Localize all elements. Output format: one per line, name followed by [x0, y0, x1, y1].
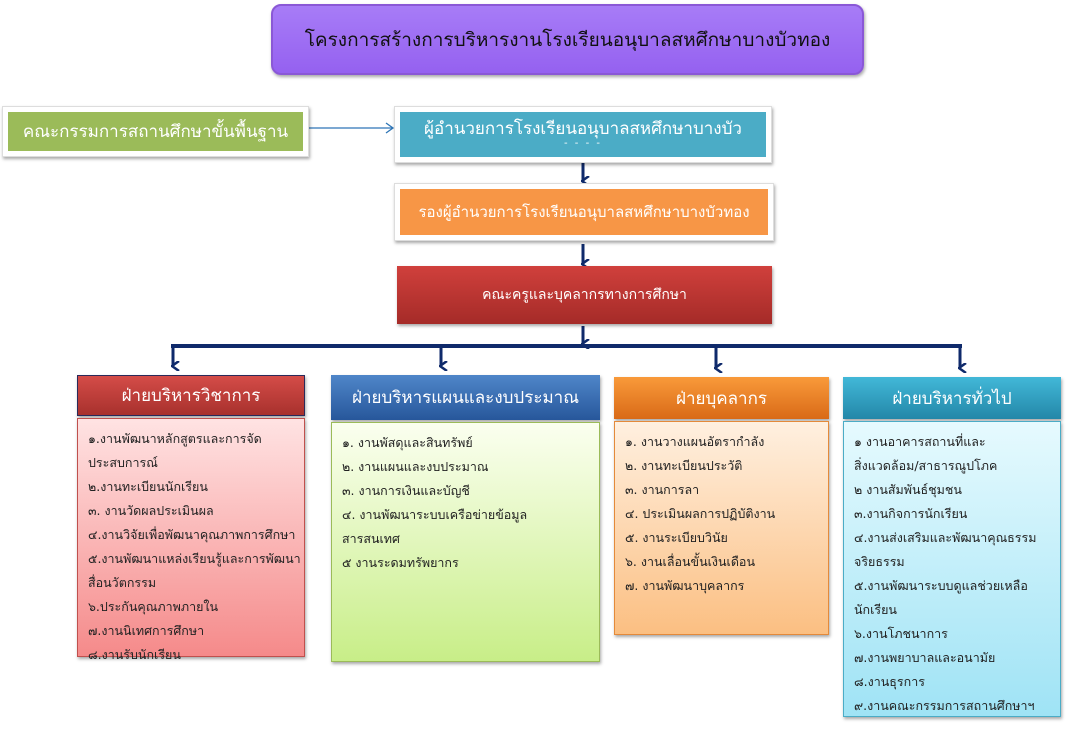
dept-list-item: ๑.งานพัฒนาหลักสูตรและการจัด	[88, 431, 262, 446]
committee-label: คณะกรรมการสถานศึกษาขั้นพื้นฐาน	[8, 112, 303, 151]
dept-academic-header: ฝ่ายบริหารวิชาการ	[77, 375, 305, 416]
director-inner: ผู้อำนวยการโรงเรียนอนุบาลสหศึกษาบางบัว -…	[400, 112, 766, 157]
chart-title-text: โครงการสร้างการบริหารงานโรงเรียนอนุบาลสห…	[304, 28, 831, 51]
dept-list-item: สารสนเทศ	[342, 531, 400, 546]
dept-list-item: ๕. งานระเบียบวินัย	[625, 530, 728, 545]
dept-budget-title: ฝ่ายบริหารแผนและงบประมาณ	[352, 388, 579, 408]
dept-list-item: ๑. งานวางแผนอัตรากำลัง	[625, 434, 765, 449]
dept-list-item: ประสบการณ์	[88, 455, 158, 470]
dept-list-item: ๘.งานธุรการ	[854, 674, 925, 689]
dept-list-item: สิ่งแวดล้อม/สาธารณูปโภค	[854, 458, 998, 473]
dept-list-item: ๓. งานการเงินและบัญชี	[342, 483, 470, 498]
dept-personnel-title: ฝ่ายบุคลากร	[675, 388, 768, 409]
dept-list-item: ๓. งานการลา	[625, 482, 700, 497]
dept-list-item: ๖. งานเลื่อนขั้นเงินเดือน	[625, 554, 755, 569]
committee-to-director-arrowhead	[385, 122, 395, 134]
dept-list-item: ๔.งานวิจัยเพื่อพัฒนาคุณภาพการศึกษา	[88, 527, 296, 542]
dept-list-item: ๒ งานสัมพันธ์ชุมชน	[854, 482, 962, 497]
dept-list-item: ๙.งานคณะกรรมการสถานศึกษาฯ	[854, 698, 1035, 713]
deputy-director-label: รองผู้อำนวยการโรงเรียนอนุบาลสหศึกษาบางบั…	[400, 189, 768, 235]
committee-box: คณะกรรมการสถานศึกษาขั้นพื้นฐาน	[2, 106, 309, 157]
dept-personnel-header: ฝ่ายบุคลากร	[614, 377, 829, 419]
teachers-staff-label: คณะครูและบุคลากรทางการศึกษา	[482, 287, 687, 303]
dept-general-header: ฝ่ายบริหารทั่วไป	[843, 377, 1061, 419]
dept-personnel-list: ๑. งานวางแผนอัตรากำลัง๒. งานทะเบียนประวั…	[614, 421, 829, 635]
dept-list-item: สื่อนวัตกรรม	[88, 575, 157, 590]
chart-title: โครงการสร้างการบริหารงานโรงเรียนอนุบาลสห…	[271, 4, 864, 75]
dept-list-item: ๔.งานส่งเสริมและพัฒนาคุณธรรม	[854, 530, 1037, 545]
dept-list-item: นักเรียน	[854, 602, 897, 617]
dept-list-item: ๗.งานพยาบาลและอนามัย	[854, 650, 996, 665]
dept-list-item: ๘.งานรับนักเรียน	[88, 647, 181, 662]
dept-list-item: ๓. งานวัดผลประเมินผล	[88, 503, 214, 518]
dept-list-item: จริยธรรม	[854, 554, 905, 569]
dept-list-item: ๒. งานทะเบียนประวัติ	[625, 458, 743, 473]
director-overflow-text: - - - -	[564, 138, 602, 150]
dept-list-item: ๒.งานทะเบียนนักเรียน	[88, 479, 208, 494]
dept-list-item: ๗.งานนิเทศการศึกษา	[88, 623, 205, 638]
dept-list-item: ๖.ประกันคุณภาพภายใน	[88, 599, 219, 614]
director-box: ผู้อำนวยการโรงเรียนอนุบาลสหศึกษาบางบัว -…	[394, 106, 772, 163]
dept-list-item: ๕.งานพัฒนาระบบดูแลช่วยเหลือ	[854, 578, 1028, 593]
dept-list-item: ๕ งานระดมทรัพยากร	[342, 555, 459, 570]
dept-budget-header: ฝ่ายบริหารแผนและงบประมาณ	[331, 375, 600, 420]
dept-list-item: ๖.งานโภชนาการ	[854, 626, 948, 641]
deputy-director-box: รองผู้อำนวยการโรงเรียนอนุบาลสหศึกษาบางบั…	[394, 183, 774, 241]
dept-list-item: ๗. งานพัฒนาบุคลากร	[625, 578, 745, 593]
dept-list-item: ๔. งานพัฒนาระบบเครือข่ายข้อมูล	[342, 507, 528, 522]
dept-list-item: ๑. งานพัสดุและสินทรัพย์	[342, 435, 473, 450]
dept-academic-title: ฝ่ายบริหารวิชาการ	[121, 386, 261, 406]
dept-list-item: ๑ งานอาคารสถานที่และ	[854, 434, 986, 449]
dept-list-item: ๔. ประเมินผลการปฏิบัติงาน	[625, 506, 776, 521]
dept-budget-list: ๑. งานพัสดุและสินทรัพย์๒. งานแผนและงบประ…	[331, 422, 600, 662]
dept-academic-list: ๑.งานพัฒนาหลักสูตรและการจัดประสบการณ์๒.ง…	[77, 418, 305, 662]
dept-list-item: ๓.งานกิจการนักเรียน	[854, 506, 968, 521]
dept-general-list: ๑ งานอาคารสถานที่และสิ่งแวดล้อม/สาธารณูป…	[843, 421, 1061, 717]
dept-list-item: ๕.งานพัฒนาแหล่งเรียนรู้และการพัฒนา	[88, 551, 301, 566]
director-label: ผู้อำนวยการโรงเรียนอนุบาลสหศึกษาบางบัว	[424, 118, 742, 139]
dept-general-title: ฝ่ายบริหารทั่วไป	[892, 388, 1012, 409]
dept-list-item: ๒. งานแผนและงบประมาณ	[342, 459, 489, 474]
teachers-staff-box: คณะครูและบุคลากรทางการศึกษา	[397, 266, 772, 324]
